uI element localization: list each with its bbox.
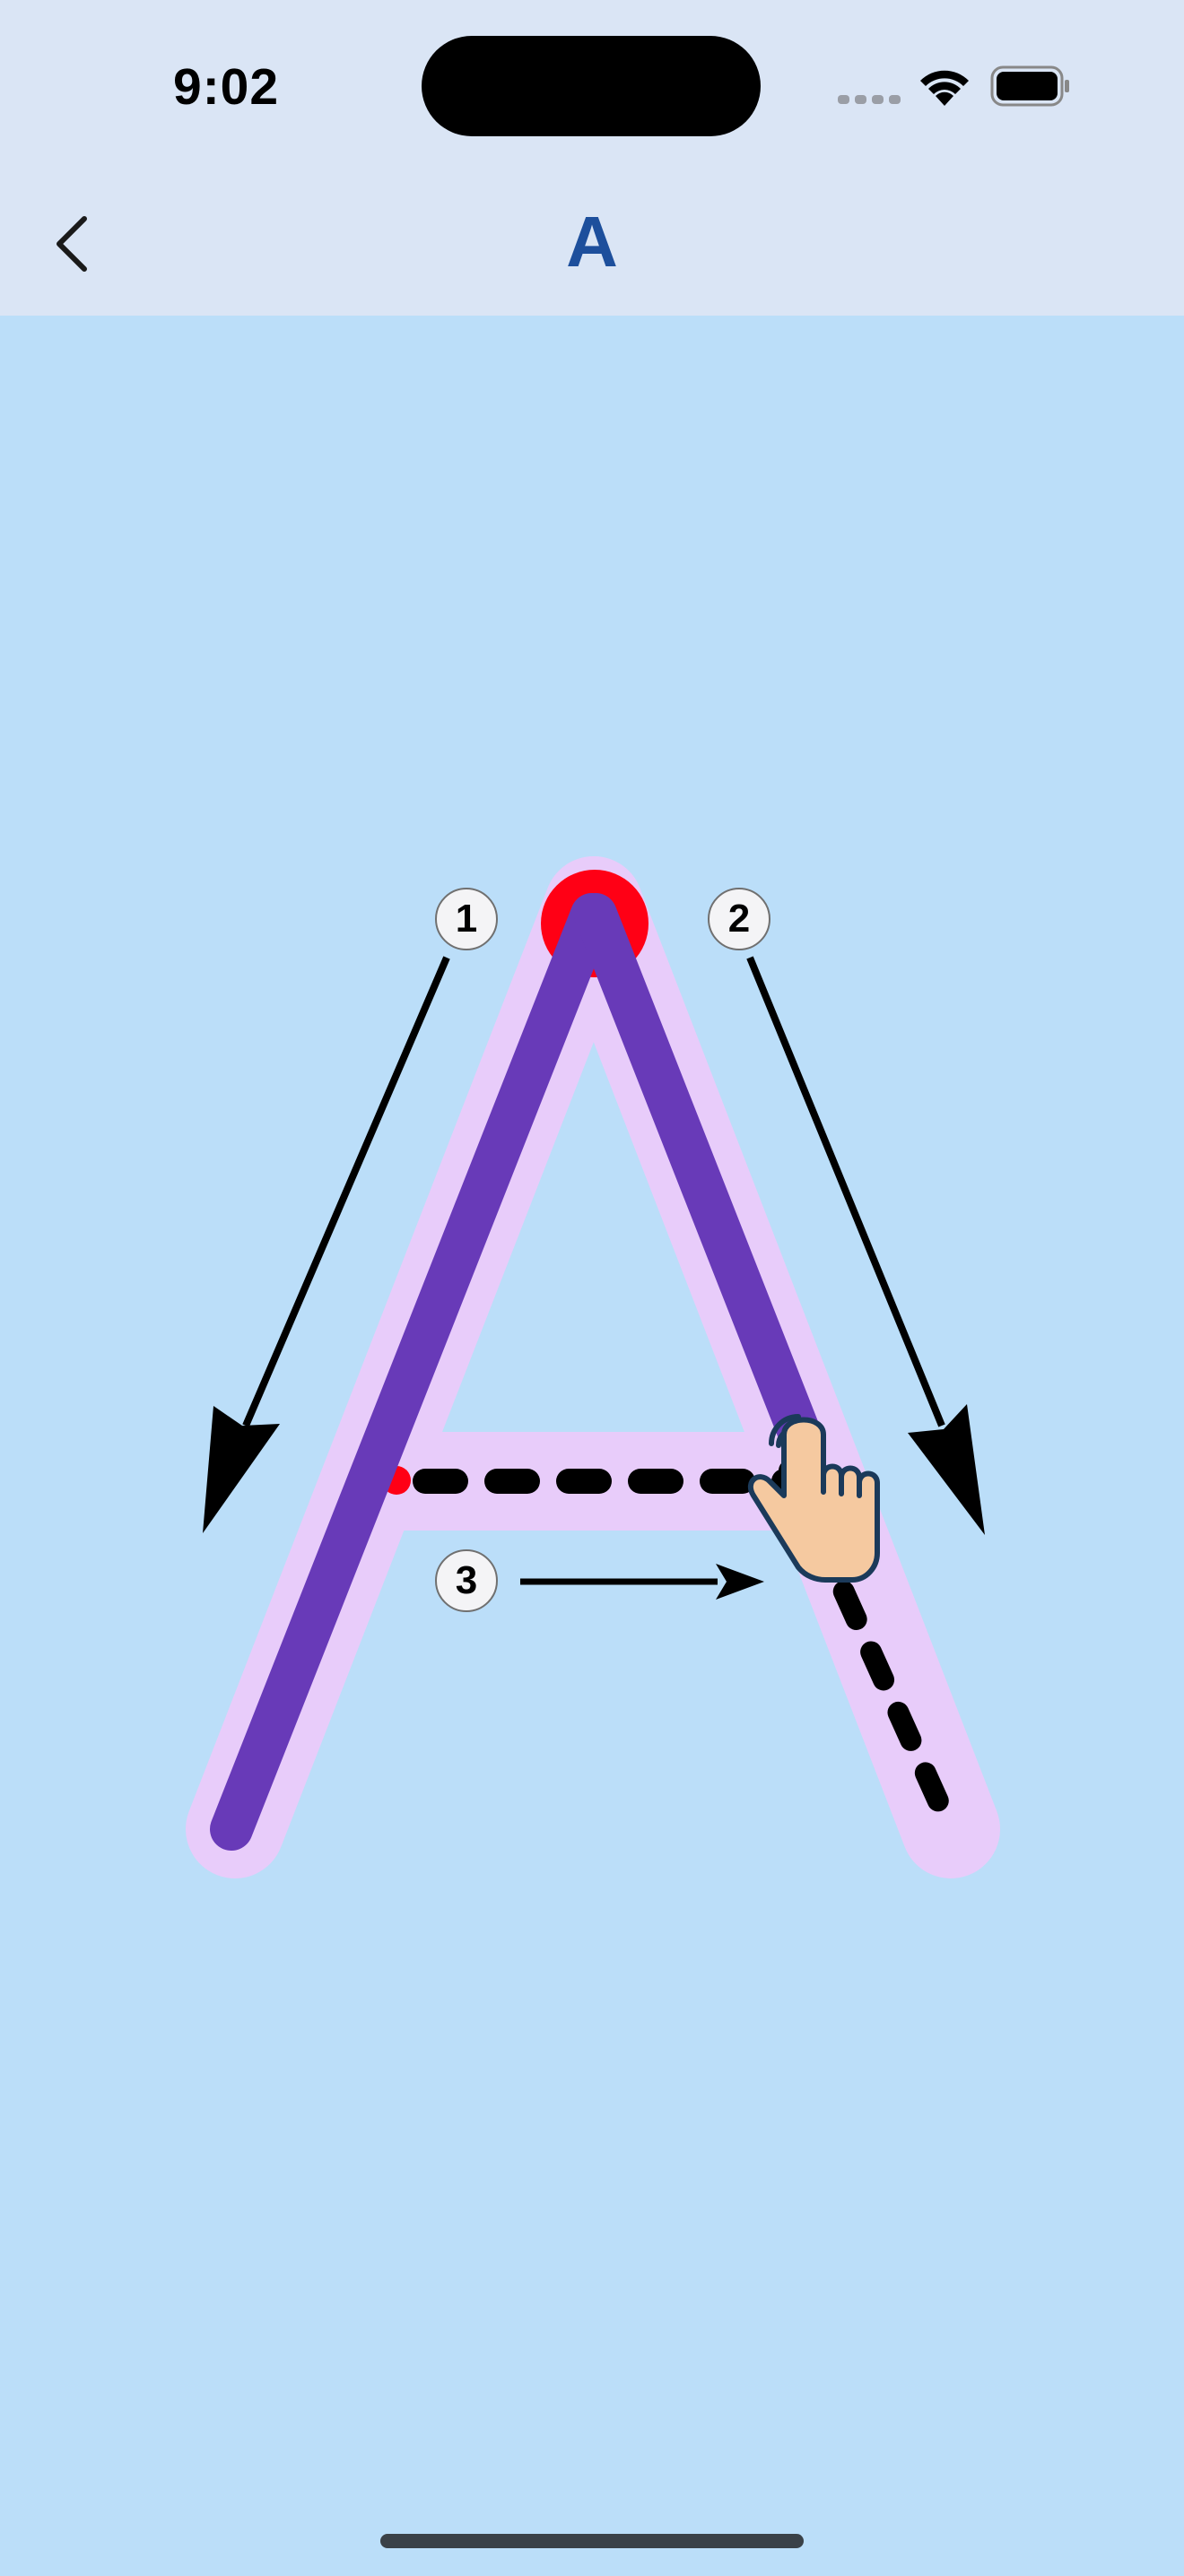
wifi-icon <box>920 70 969 106</box>
stroke-badge-1: 1 <box>435 888 498 950</box>
home-indicator[interactable] <box>380 2534 804 2548</box>
stroke-badge-3: 3 <box>435 1549 498 1612</box>
traced-strokes <box>210 893 822 1851</box>
top-bar: 9:02 A <box>0 0 1184 316</box>
cellular-signal-icon <box>838 95 901 104</box>
battery-icon <box>990 65 1069 107</box>
chevron-left-icon <box>57 216 87 272</box>
dynamic-island <box>422 36 761 136</box>
letter-tracing-board <box>186 856 1000 1878</box>
stroke-badge-2: 2 <box>708 888 770 950</box>
status-time: 9:02 <box>173 58 280 116</box>
back-button[interactable] <box>45 199 108 285</box>
stroke-1-direction-arrow-icon <box>203 956 450 1533</box>
tracing-canvas[interactable]: 1 2 3 <box>0 316 1184 2572</box>
stroke-2-direction-arrow-icon <box>746 956 985 1535</box>
hand-pointer-icon <box>747 1414 880 1583</box>
letter-guide-outline <box>186 856 1000 1878</box>
stroke-3-direction-arrow-icon <box>520 1564 764 1600</box>
page-title: A <box>566 202 618 282</box>
